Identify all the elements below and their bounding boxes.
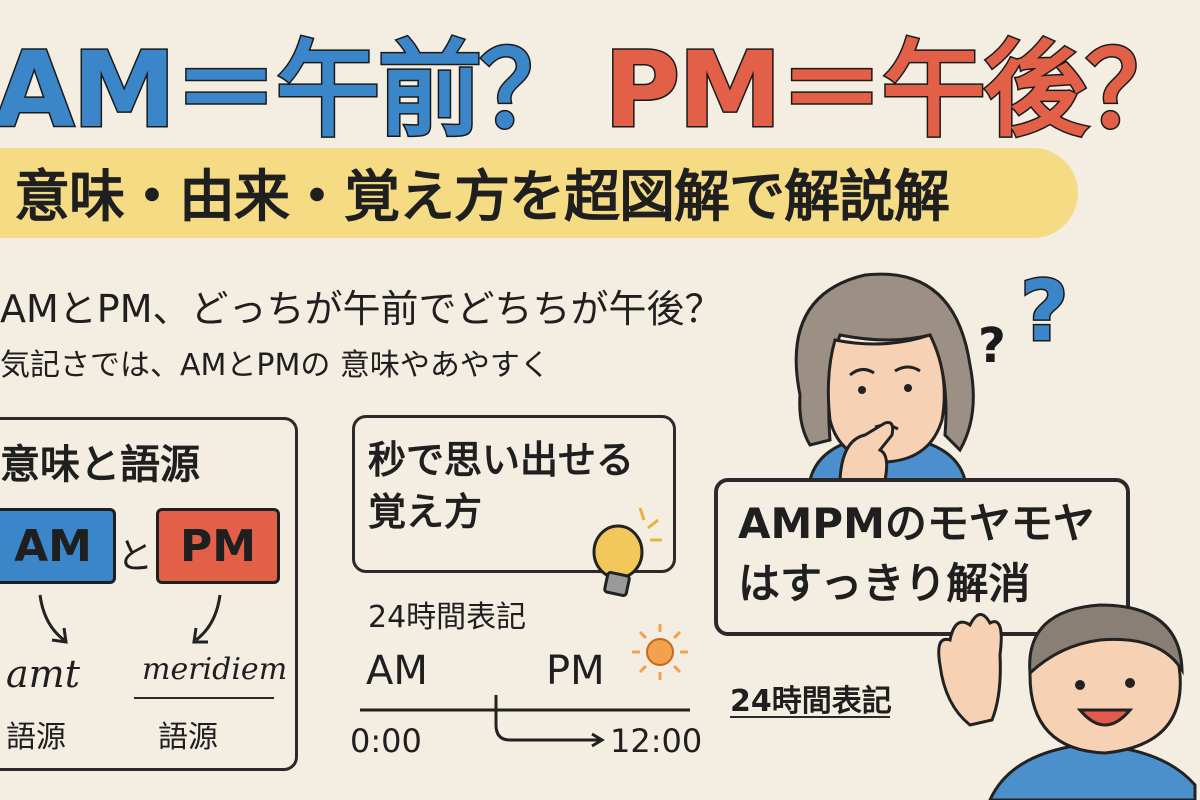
am-label-box: AM — [0, 508, 116, 584]
etymology-word-pm: meridiem — [142, 652, 288, 687]
timeline-am: AM — [366, 648, 428, 694]
bottom-caption: 24時間表記 — [730, 684, 892, 719]
timeline-axis — [360, 695, 690, 748]
question-mark-large: ? — [1019, 261, 1071, 362]
title-am: AM＝午前？ — [0, 27, 585, 152]
speech-bubble — [714, 478, 1130, 636]
page-title: AM＝午前？ PM＝午後？ — [0, 20, 1191, 152]
etymology-and: と — [117, 536, 154, 577]
sun-icon — [632, 624, 688, 680]
pm-label-box: PM — [156, 508, 280, 584]
timeline-title: 24時間表記 — [368, 600, 527, 635]
etymology-caption-am: 語源 — [6, 720, 66, 755]
arrow-down-pm-icon — [192, 594, 222, 644]
timeline-end: 12:00 — [610, 722, 703, 760]
etymology-title: 意味と語源 — [0, 442, 200, 488]
thinking-woman-illustration — [794, 272, 975, 480]
etymology-word-am: amt — [6, 652, 80, 696]
arrow-down-am-icon — [38, 594, 68, 644]
etymology-underline — [134, 697, 274, 699]
speech-bubble-text: AMPMのモヤモヤはすっきり解消 — [738, 499, 1095, 608]
lightbulb-icon — [592, 507, 662, 598]
timeline-start: 0:00 — [350, 722, 422, 760]
subtitle-banner — [0, 148, 1078, 238]
etymology-caption-pm: 語源 — [158, 720, 218, 755]
subtitle: 意味・由来・覚え方を超図解で解説解 — [14, 165, 950, 230]
etymology-card — [0, 417, 298, 771]
memory-title: 秒で思い出せる覚え方 — [368, 438, 635, 534]
intro-line-1: AMとPM、どっちが午前でどちちが午後？ — [0, 287, 723, 331]
title-pm: PM＝午後？ — [602, 27, 1191, 152]
bottom-caption-underline — [730, 716, 890, 718]
question-mark-small: ? — [978, 318, 1006, 374]
waving-boy-illustration — [937, 603, 1197, 800]
intro-line-2: 気記さでは、AMとPMの 意味やあやすく — [0, 348, 550, 383]
timeline-pm: PM — [546, 648, 605, 694]
